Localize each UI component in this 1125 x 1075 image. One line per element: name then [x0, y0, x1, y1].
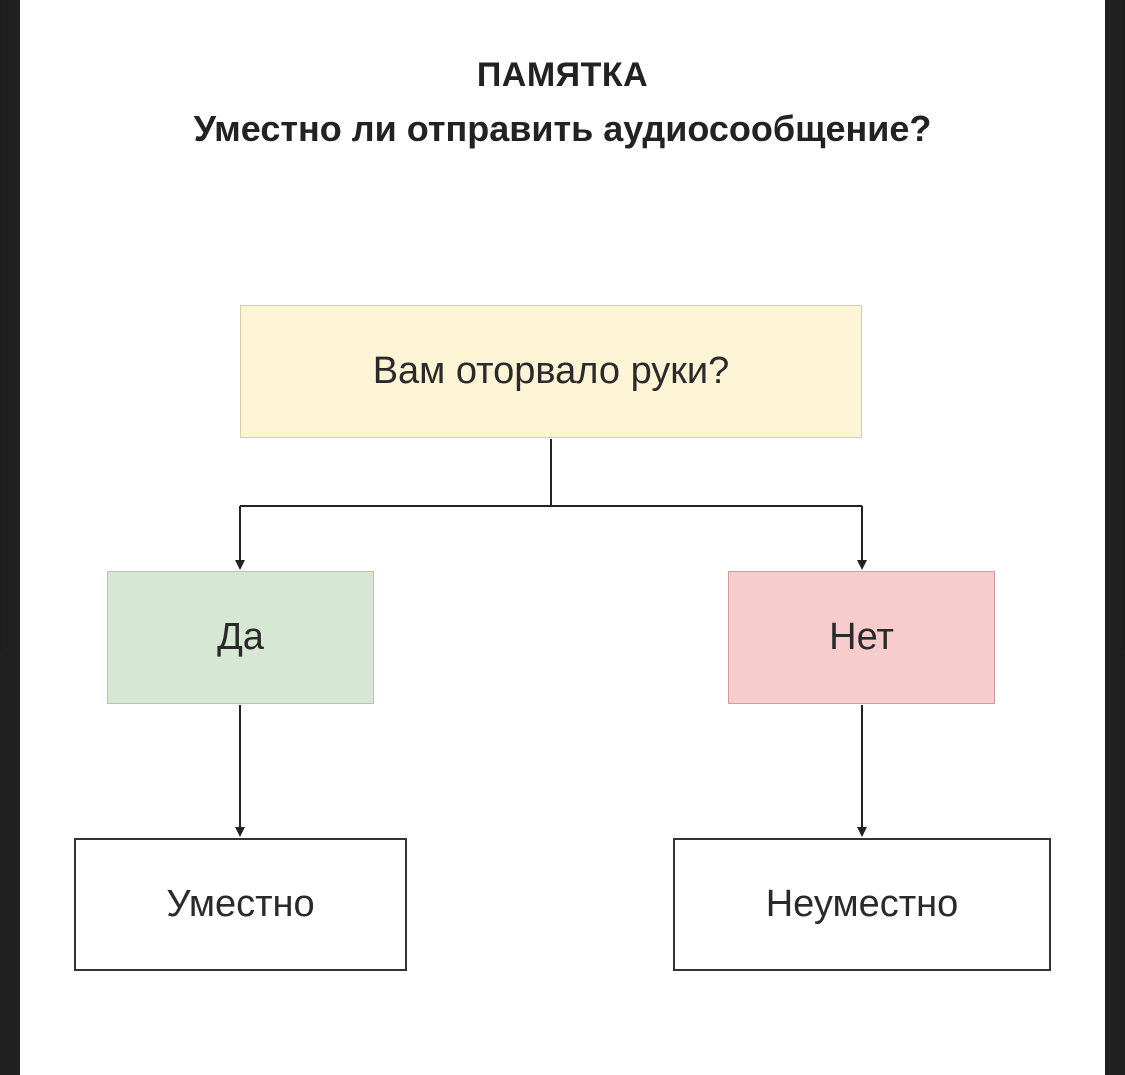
memo-title: ПАМЯТКА: [476, 56, 649, 94]
node-no: Нет: [728, 571, 995, 704]
frame-edge: [0, 0, 3, 650]
node-yes-label: Да: [217, 616, 264, 658]
frame-edge: [1122, 0, 1125, 650]
memo-question: Уместно ли отправить аудиосообщение?: [193, 108, 932, 149]
node-inappropriate: Неуместно: [673, 838, 1051, 971]
node-no-label: Нет: [829, 616, 894, 658]
frame-edge: [0, 650, 20, 1075]
node-appropriate: Уместно: [74, 838, 407, 971]
node-yes: Да: [107, 571, 374, 704]
node-inappropriate-label: Неуместно: [765, 883, 959, 925]
node-appropriate-label: Уместно: [166, 883, 315, 925]
frame-edge: [1105, 650, 1125, 1075]
node-question: Вам оторвало руки?: [240, 305, 862, 438]
node-question-label: Вам оторвало руки?: [372, 350, 730, 392]
